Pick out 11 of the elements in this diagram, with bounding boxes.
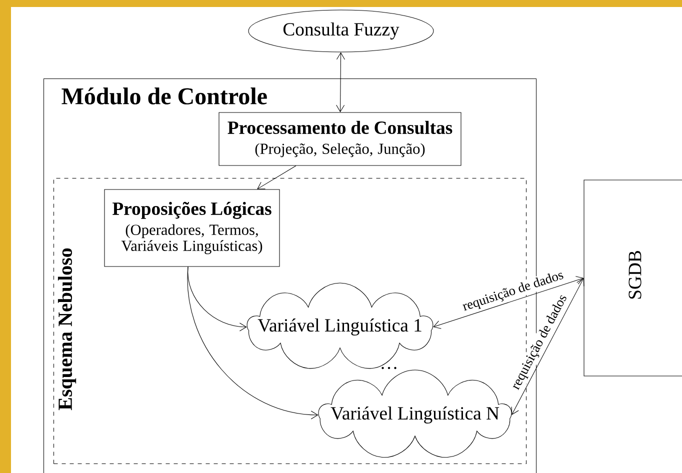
process-box: Processamento de Consultas (Projeção, Seleção, Junção): [218, 112, 462, 166]
cloud-node: Variável Linguística N: [318, 370, 512, 458]
ellipsis: …: [382, 366, 396, 370]
ellipse-node: Consulta Fuzzy: [248, 10, 434, 52]
arrow: [188, 266, 247, 332]
arrow: [511, 278, 584, 415]
arrow: [433, 276, 584, 329]
arrow: [336, 52, 345, 112]
process-box: Proposições Lógicas (Operadores, Termos, Variáveis Linguísticas): [104, 189, 280, 267]
arrow: [187, 266, 318, 420]
database-box: SGDB: [584, 180, 682, 376]
